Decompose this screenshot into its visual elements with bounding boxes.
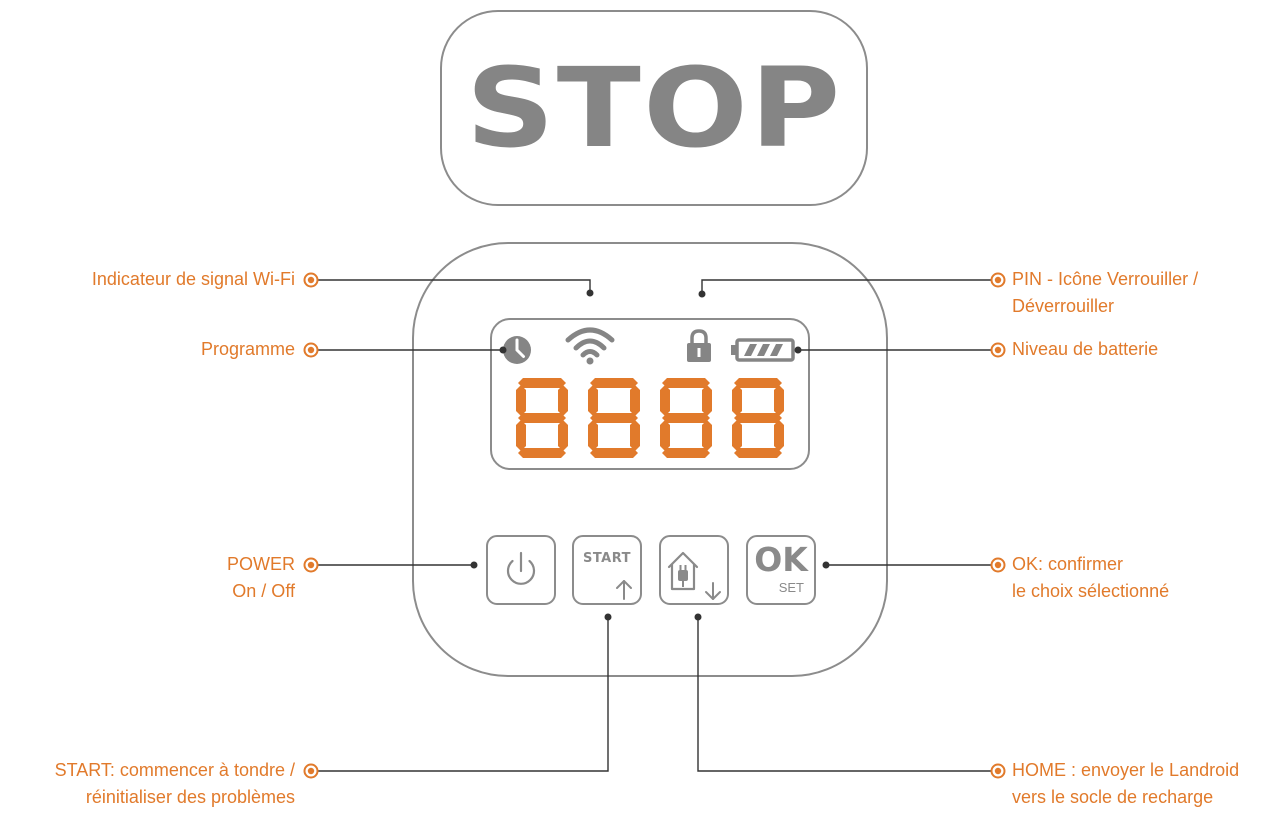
connector-dot bbox=[794, 346, 802, 354]
callout-ok-line: OK: confirmer bbox=[1012, 554, 1124, 574]
callout-ok: OK: confirmer le choix sélectionné bbox=[1012, 551, 1169, 605]
callout-marker-battery bbox=[990, 342, 1006, 358]
digit-segment bbox=[588, 385, 598, 416]
connector-dot bbox=[470, 561, 478, 569]
stop-button[interactable]: STOP bbox=[440, 10, 868, 206]
callout-marker-power bbox=[303, 557, 319, 573]
power-icon bbox=[506, 551, 536, 585]
digit-segment bbox=[660, 385, 670, 416]
connector-dot bbox=[499, 346, 507, 354]
stop-label: STOP bbox=[465, 44, 843, 172]
callout-battery-line: Niveau de batterie bbox=[1012, 339, 1159, 359]
callout-start-line: réinitialiser des problèmes bbox=[85, 787, 295, 807]
callout-power: POWER On / Off bbox=[227, 551, 295, 605]
callout-marker-ok bbox=[990, 557, 1006, 573]
callout-pin-line: Déverrouiller bbox=[1012, 296, 1115, 316]
digit-segment bbox=[702, 385, 712, 416]
start-button-label: START bbox=[582, 551, 632, 566]
digit-segment bbox=[734, 378, 782, 388]
connector-dot bbox=[604, 613, 612, 621]
control-panel-body bbox=[412, 242, 888, 677]
digit-segment bbox=[774, 385, 784, 416]
seven-segment-readout bbox=[516, 378, 784, 458]
callout-ok-line: le choix sélectionné bbox=[1012, 581, 1170, 601]
ok-button-label: OK bbox=[754, 540, 808, 579]
connector-dot bbox=[586, 289, 594, 297]
connector-start bbox=[315, 617, 609, 772]
callout-wifi-line: Indicateur de signal Wi-Fi bbox=[91, 269, 295, 289]
callout-power-line: On / Off bbox=[232, 581, 295, 601]
arrow-up-icon bbox=[616, 580, 632, 600]
digit-segment bbox=[732, 385, 742, 416]
digit-segment bbox=[516, 385, 526, 416]
callout-marker-home bbox=[990, 763, 1006, 779]
callout-marker-schedule bbox=[303, 342, 319, 358]
digit-segment bbox=[590, 413, 638, 423]
digit-segment bbox=[518, 413, 566, 423]
callout-home-line: HOME : envoyer le Landroid bbox=[1012, 760, 1240, 780]
lcd-display bbox=[490, 318, 810, 470]
callout-wifi: Indicateur de signal Wi-Fi bbox=[92, 266, 295, 293]
callout-start-line: START: commencer à tondre / bbox=[54, 760, 295, 780]
digit-segment bbox=[662, 378, 710, 388]
digit-segment bbox=[662, 448, 710, 458]
connector-dot bbox=[822, 561, 830, 569]
callout-schedule-line: Programme bbox=[200, 339, 295, 359]
digit-segment bbox=[660, 420, 670, 451]
digit-segment bbox=[518, 448, 566, 458]
lock-icon bbox=[685, 328, 713, 364]
callout-marker-start bbox=[303, 763, 319, 779]
digit-segment bbox=[734, 448, 782, 458]
set-button-sublabel: SET bbox=[778, 580, 804, 595]
callout-home: HOME : envoyer le Landroid vers le socle… bbox=[1012, 757, 1239, 811]
home-plug-icon bbox=[667, 551, 721, 600]
connector-home bbox=[697, 617, 996, 772]
callout-start: START: commencer à tondre / réinitialise… bbox=[55, 757, 295, 811]
callout-schedule: Programme bbox=[201, 336, 295, 363]
digit-segment bbox=[516, 420, 526, 451]
home-button[interactable] bbox=[659, 535, 729, 605]
power-button[interactable] bbox=[486, 535, 556, 605]
digit-segment bbox=[590, 378, 638, 388]
start-button[interactable]: START bbox=[572, 535, 642, 605]
connector-dot bbox=[694, 613, 702, 621]
digit-segment bbox=[588, 420, 598, 451]
digit-segment bbox=[774, 420, 784, 451]
clock-icon bbox=[501, 334, 533, 366]
callout-marker-wifi bbox=[303, 272, 319, 288]
digit-segment bbox=[630, 385, 640, 416]
digit-segment bbox=[558, 385, 568, 416]
callout-battery: Niveau de batterie bbox=[1012, 336, 1158, 363]
battery-icon bbox=[731, 338, 799, 362]
digit-segment bbox=[558, 420, 568, 451]
callout-pin-line: PIN - Icône Verrouiller / bbox=[1012, 269, 1199, 289]
callout-pin: PIN - Icône Verrouiller / Déverrouiller bbox=[1012, 266, 1198, 320]
digit-segment bbox=[518, 378, 566, 388]
connector-pin bbox=[701, 279, 996, 294]
digit-segment bbox=[630, 420, 640, 451]
callout-power-line: POWER bbox=[226, 554, 295, 574]
connector-dot bbox=[698, 290, 706, 298]
digit-segment bbox=[732, 420, 742, 451]
ok-button[interactable]: OK SET bbox=[746, 535, 816, 605]
digit-segment bbox=[734, 413, 782, 423]
digit-segment bbox=[590, 448, 638, 458]
wifi-icon bbox=[564, 326, 616, 366]
digit-segment bbox=[662, 413, 710, 423]
callout-marker-pin bbox=[990, 272, 1006, 288]
callout-home-line: vers le socle de recharge bbox=[1012, 787, 1214, 807]
connector-wifi bbox=[315, 279, 591, 293]
digit-segment bbox=[702, 420, 712, 451]
